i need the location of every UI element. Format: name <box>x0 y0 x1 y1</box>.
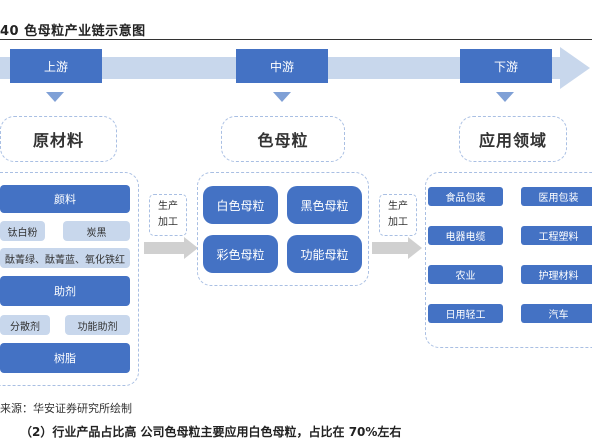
application-item: 食品包装 <box>428 187 503 206</box>
process-line: 加工 <box>388 217 408 228</box>
stage-midstream: 中游 <box>236 49 328 83</box>
process-line: 生产 <box>158 201 178 212</box>
flow-arrow-shaft <box>372 242 408 254</box>
masterbatch-item: 白色母粒 <box>203 186 278 224</box>
stage-downstream: 下游 <box>460 49 552 83</box>
pigment-item: 炭黑 <box>63 221 130 241</box>
process-box: 生产 加工 <box>149 194 187 236</box>
masterbatch-item: 黑色母粒 <box>287 186 362 224</box>
flow-arrow-shaft <box>144 242 184 254</box>
application-item: 工程塑料 <box>521 226 592 245</box>
down-arrow-icon <box>496 92 514 102</box>
process-line: 加工 <box>158 217 178 228</box>
application-item: 日用轻工 <box>428 304 503 323</box>
pigment-label: 颜料 <box>0 185 130 213</box>
application-item: 医用包装 <box>521 187 592 206</box>
application-item: 农业 <box>428 265 503 284</box>
figure-source: 来源：华安证券研究所绘制 <box>0 402 132 415</box>
downstream-header: 应用领域 <box>459 116 567 162</box>
upstream-header: 原材料 <box>0 116 117 162</box>
flow-arrow-icon <box>408 237 422 259</box>
down-arrow-icon <box>46 92 64 102</box>
resin-label: 树脂 <box>0 343 130 373</box>
process-line: 生产 <box>388 201 408 212</box>
additive-label: 助剂 <box>0 276 130 306</box>
midstream-header: 色母粒 <box>221 116 345 162</box>
pigment-item: 酞菁绿、酞菁蓝、氧化铁红 <box>0 248 130 268</box>
body-text: （2）行业产品占比高 公司色母粒主要应用白色母粒，占比在 70%左右 <box>20 425 402 439</box>
down-arrow-icon <box>273 92 291 102</box>
stage-arrow-head <box>560 47 590 89</box>
application-item: 护理材料 <box>521 265 592 284</box>
masterbatch-item: 功能母粒 <box>287 235 362 273</box>
additive-item: 分散剂 <box>0 315 50 335</box>
figure-title: 40 色母粒产业链示意图 <box>0 24 146 39</box>
application-item: 汽车 <box>521 304 592 323</box>
stage-upstream: 上游 <box>10 49 102 83</box>
process-box: 生产 加工 <box>379 194 417 236</box>
additive-item: 功能助剂 <box>65 315 130 335</box>
pigment-item: 钛白粉 <box>0 221 45 241</box>
flow-arrow-icon <box>184 237 198 259</box>
title-rule <box>0 39 592 40</box>
application-item: 电器电缆 <box>428 226 503 245</box>
masterbatch-item: 彩色母粒 <box>203 235 278 273</box>
